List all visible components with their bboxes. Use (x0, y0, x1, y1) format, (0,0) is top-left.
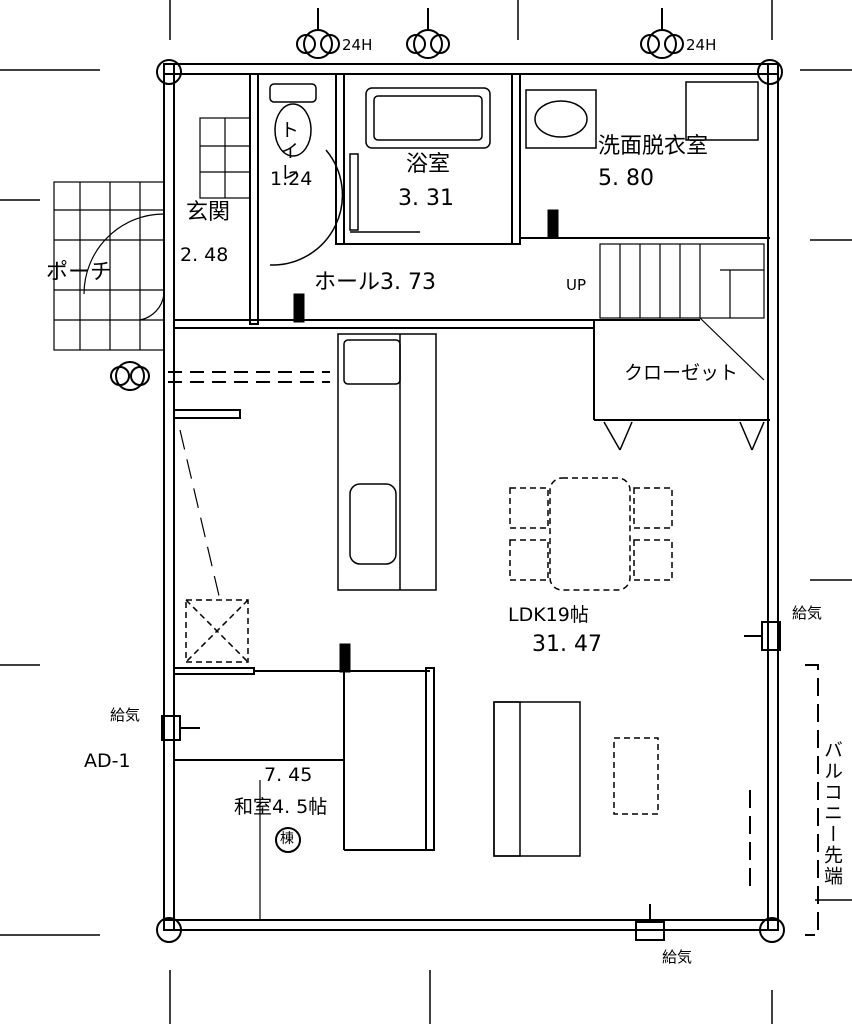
air-supply-vents (161, 621, 781, 941)
washroom-area: 5. 80 (598, 166, 654, 191)
corner-columns (156, 59, 785, 943)
sofa (493, 701, 581, 857)
washing-machine (685, 81, 759, 141)
entrance-label: 玄関 (186, 200, 231, 225)
ldk-area: 31. 47 (532, 632, 602, 657)
ad-label: AD-1 (84, 750, 131, 772)
bath-label: 浴室 (406, 152, 451, 177)
bath-area: 3. 31 (398, 186, 454, 211)
ventilation-fans (110, 8, 684, 391)
living-table (613, 737, 659, 815)
porch (53, 181, 165, 351)
fan-label-24h: 24H (342, 36, 373, 54)
wash-basin (525, 89, 597, 149)
hall-label: ホール3. 73 (314, 270, 436, 295)
entrance-area: 2. 48 (180, 244, 229, 266)
toilet-label: トイレ (277, 120, 299, 183)
porch-label: ポーチ (46, 260, 113, 285)
dining-table (509, 477, 673, 591)
closet-label: クローゼット (624, 362, 739, 384)
washroom-label: 洗面脱衣室 (598, 134, 709, 159)
balcony-outline (749, 664, 819, 936)
light-fixtures (293, 209, 559, 673)
storage-box (185, 599, 249, 663)
toilet-fixture (269, 83, 344, 266)
kitchen-counter (337, 333, 437, 591)
air-supply-label-west: 給気 (110, 706, 141, 724)
interior-walls (173, 73, 770, 851)
air-supply-label-east: 給気 (792, 604, 823, 622)
toilet-area: 1.24 (270, 168, 313, 190)
air-supply-label-south: 給気 (662, 948, 693, 966)
balcony-label: バルコニー先端 (821, 740, 843, 887)
washitsu-label: 和室4. 5帖 (234, 796, 328, 818)
outer-walls (163, 63, 779, 931)
washitsu-area: 7. 45 (264, 764, 313, 786)
duct-lines (168, 371, 330, 383)
washitsu-mark: 棟 (280, 831, 294, 847)
fan-label-24h: 24H (686, 36, 717, 54)
entrance-steps (199, 117, 251, 199)
closet-doors (603, 421, 765, 451)
ldk-label: LDK19帖 (508, 604, 589, 626)
stairs (599, 243, 765, 381)
bathtub (349, 87, 491, 233)
stairs-up-label: UP (566, 276, 587, 294)
